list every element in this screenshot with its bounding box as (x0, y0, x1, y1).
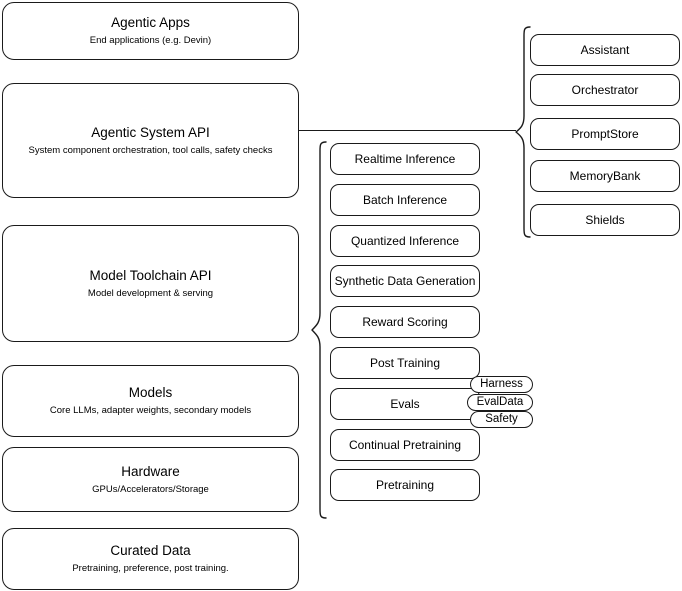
agentic-component-shields[interactable]: Shields (530, 204, 680, 236)
toolchain-component-quantized-inference[interactable]: Quantized Inference (330, 225, 480, 257)
toolchain-component-pretraining[interactable]: Pretraining (330, 469, 480, 501)
agentic-component-orchestrator[interactable]: Orchestrator (530, 74, 680, 106)
stack-layer-subtitle: GPUs/Accelerators/Storage (92, 483, 209, 495)
pill-label: EvalData (476, 396, 524, 408)
stack-layer-title: Models (128, 385, 173, 400)
stack-layer-subtitle: System component orchestration, tool cal… (28, 144, 273, 156)
component-label: Reward Scoring (362, 314, 448, 329)
component-label: Realtime Inference (354, 151, 456, 166)
stack-layer-agentic-apps[interactable]: Agentic Apps End applications (e.g. Devi… (2, 2, 299, 60)
stack-layer-title: Model Toolchain API (89, 267, 212, 283)
agentic-system-connector-line (299, 130, 516, 131)
toolchain-component-batch-inference[interactable]: Batch Inference (330, 184, 480, 216)
component-label: PromptStore (571, 126, 639, 141)
component-label: Pretraining (375, 477, 435, 492)
stack-layer-hardware[interactable]: Hardware GPUs/Accelerators/Storage (2, 447, 299, 512)
component-label: Synthetic Data Generation (334, 273, 476, 288)
toolchain-component-reward-scoring[interactable]: Reward Scoring (330, 306, 480, 338)
component-label: Shields (585, 212, 625, 227)
component-label: Continual Pretraining (348, 437, 462, 452)
stack-layer-title: Agentic Apps (111, 15, 190, 30)
stack-layer-title: Curated Data (110, 543, 191, 558)
component-label: Assistant (580, 42, 630, 57)
component-label: Orchestrator (571, 82, 639, 97)
toolchain-brace (310, 141, 328, 519)
toolchain-component-post-training[interactable]: Post Training (330, 347, 480, 379)
toolchain-component-continual-pretraining[interactable]: Continual Pretraining (330, 429, 480, 461)
eval-subcomponent-safety[interactable]: Safety (470, 411, 533, 428)
stack-layer-subtitle: Pretraining, preference, post training. (72, 563, 229, 574)
toolchain-component-synthetic-data-generation[interactable]: Synthetic Data Generation (330, 265, 480, 297)
component-label: Post Training (369, 355, 441, 370)
stack-layer-title: Agentic System API (91, 124, 210, 140)
toolchain-component-evals[interactable]: Evals (330, 388, 480, 420)
agentic-component-memorybank[interactable]: MemoryBank (530, 160, 680, 192)
stack-layer-subtitle: Model development & serving (87, 287, 214, 299)
component-label: MemoryBank (569, 168, 641, 183)
eval-subcomponent-evaldata[interactable]: EvalData (467, 394, 533, 411)
agentic-component-promptstore[interactable]: PromptStore (530, 118, 680, 150)
component-label: Evals (390, 396, 420, 411)
stack-layer-subtitle: Core LLMs, adapter weights, secondary mo… (49, 405, 252, 416)
stack-layer-title: Hardware (121, 463, 180, 479)
stack-layer-agentic-system-api[interactable]: Agentic System API System component orch… (2, 83, 299, 198)
pill-label: Harness (480, 378, 523, 390)
agentic-component-assistant[interactable]: Assistant (530, 34, 680, 66)
component-label: Quantized Inference (350, 233, 460, 248)
component-label: Batch Inference (362, 192, 448, 207)
stack-layer-subtitle: End applications (e.g. Devin) (89, 35, 212, 46)
agentic-components-brace (514, 26, 532, 238)
stack-layer-curated-data[interactable]: Curated Data Pretraining, preference, po… (2, 528, 299, 590)
eval-subcomponent-harness[interactable]: Harness (470, 376, 533, 393)
toolchain-component-realtime-inference[interactable]: Realtime Inference (330, 143, 480, 175)
pill-label: Safety (485, 413, 518, 425)
stack-layer-models[interactable]: Models Core LLMs, adapter weights, secon… (2, 365, 299, 437)
stack-layer-model-toolchain-api[interactable]: Model Toolchain API Model development & … (2, 225, 299, 342)
